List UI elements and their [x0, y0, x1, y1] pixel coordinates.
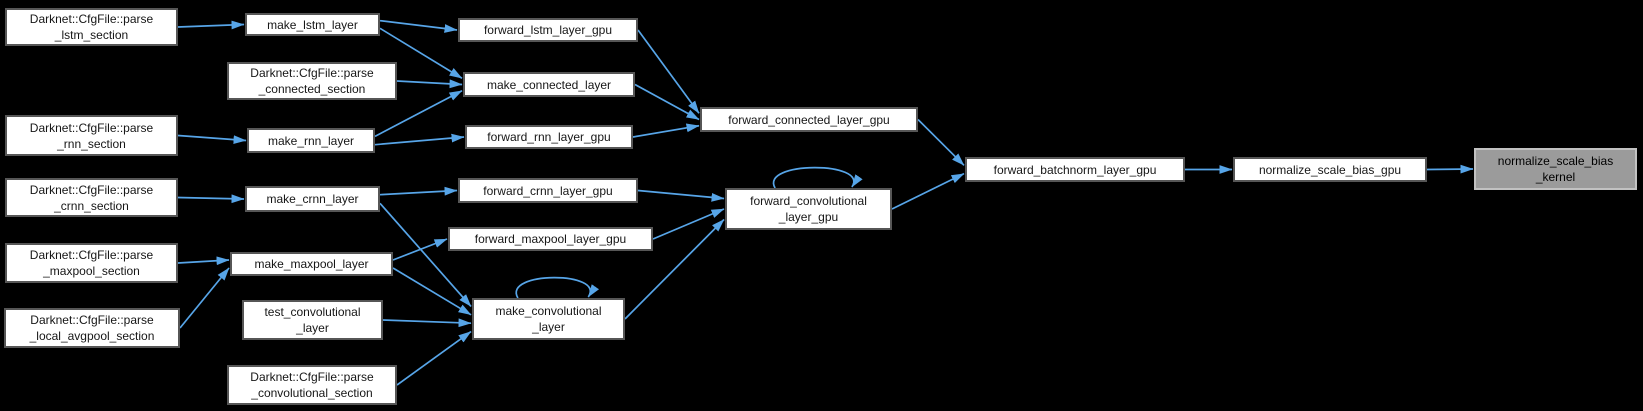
graph-node-forward_lstm_layer_gpu[interactable]: forward_lstm_layer_gpu [458, 18, 638, 42]
graph-node-parse_maxpool_section[interactable]: Darknet::CfgFile::parse _maxpool_section [5, 243, 178, 283]
edge-make_rnn_layer-to-forward_rnn_layer_gpu [374, 133, 465, 146]
edge-make_lstm_layer-to-make_connected_layer [379, 27, 463, 79]
graph-node-make_lstm_layer[interactable]: make_lstm_layer [245, 13, 380, 36]
graph-node-forward_connected_layer_gpu[interactable]: forward_connected_layer_gpu [700, 107, 918, 132]
graph-node-forward_maxpool_layer_gpu[interactable]: forward_maxpool_layer_gpu [448, 227, 653, 251]
graph-node-forward_batchnorm_layer_gpu[interactable]: forward_batchnorm_layer_gpu [965, 157, 1185, 182]
graph-node-forward_crnn_layer_gpu[interactable]: forward_crnn_layer_gpu [458, 178, 638, 203]
edge-make_crnn_layer-to-make_convolutional_layer [379, 202, 472, 307]
edge-test_convolutional_layer-to-make_convolutional_layer [382, 318, 472, 328]
graph-node-test_convolutional_layer[interactable]: test_convolutional _layer [242, 300, 383, 340]
edge-make_rnn_layer-to-make_connected_layer [374, 89, 463, 138]
graph-node-parse_connected_section[interactable]: Darknet::CfgFile::parse _connected_secti… [227, 62, 397, 100]
graph-node-parse_crnn_section[interactable]: Darknet::CfgFile::parse _crnn_section [5, 178, 178, 217]
edge-parse_local_avgpool_section-to-make_maxpool_layer [179, 267, 230, 329]
edge-forward_convolutional_layer_gpu-to-forward_convolutional_layer_gpu [772, 166, 863, 189]
edge-forward_rnn_layer_gpu-to-forward_connected_layer_gpu [632, 123, 700, 138]
edge-make_maxpool_layer-to-make_convolutional_layer [392, 267, 472, 316]
graph-node-normalize_scale_bias_gpu[interactable]: normalize_scale_bias_gpu [1233, 157, 1427, 182]
graph-node-parse_lstm_section[interactable]: Darknet::CfgFile::parse _lstm_section [5, 8, 178, 46]
edge-parse_rnn_section-to-make_rnn_layer [177, 134, 247, 144]
edge-parse_convolutional_section-to-make_convolutional_layer [396, 330, 472, 386]
graph-node-make_connected_layer[interactable]: make_connected_layer [463, 72, 635, 97]
edge-parse_connected_section-to-make_connected_layer [396, 79, 463, 89]
edge-forward_crnn_layer_gpu-to-forward_convolutional_layer_gpu [637, 189, 725, 202]
edge-make_convolutional_layer-to-make_convolutional_layer [515, 276, 599, 299]
graph-node-parse_convolutional_section[interactable]: Darknet::CfgFile::parse _convolutional_s… [227, 365, 397, 405]
graph-node-parse_local_avgpool_section[interactable]: Darknet::CfgFile::parse _local_avgpool_s… [4, 308, 180, 348]
graph-node-forward_rnn_layer_gpu[interactable]: forward_rnn_layer_gpu [465, 125, 633, 149]
edge-forward_lstm_layer_gpu-to-forward_connected_layer_gpu [637, 29, 700, 114]
edge-forward_connected_layer_gpu-to-forward_batchnorm_layer_gpu [917, 118, 965, 166]
graph-node-make_crnn_layer[interactable]: make_crnn_layer [245, 186, 380, 212]
edge-make_crnn_layer-to-forward_crnn_layer_gpu [379, 186, 458, 196]
edge-forward_maxpool_layer_gpu-to-forward_convolutional_layer_gpu [652, 208, 725, 240]
edge-make_maxpool_layer-to-forward_maxpool_layer_gpu [392, 238, 448, 261]
edge-parse_maxpool_section-to-make_maxpool_layer [177, 256, 230, 266]
edge-normalize_scale_bias_gpu-to-normalize_scale_bias_kernel [1426, 164, 1474, 174]
graph-node-normalize_scale_bias_kernel: normalize_scale_bias _kernel [1474, 148, 1637, 190]
edge-make_convolutional_layer-to-forward_convolutional_layer_gpu [624, 218, 725, 320]
graph-node-forward_convolutional_layer_gpu[interactable]: forward_convolutional _layer_gpu [725, 188, 892, 230]
graph-node-parse_rnn_section[interactable]: Darknet::CfgFile::parse _rnn_section [5, 115, 178, 156]
edge-parse_lstm_section-to-make_lstm_layer [177, 20, 245, 30]
edge-make_connected_layer-to-forward_connected_layer_gpu [634, 83, 700, 121]
graph-node-make_rnn_layer[interactable]: make_rnn_layer [247, 128, 375, 153]
edge-make_lstm_layer-to-forward_lstm_layer_gpu [379, 19, 458, 33]
edge-forward_convolutional_layer_gpu-to-forward_batchnorm_layer_gpu [891, 172, 965, 210]
graph-node-make_maxpool_layer[interactable]: make_maxpool_layer [230, 252, 393, 276]
edge-parse_crnn_section-to-make_crnn_layer [177, 194, 245, 204]
graph-node-make_convolutional_layer[interactable]: make_convolutional _layer [472, 298, 625, 340]
